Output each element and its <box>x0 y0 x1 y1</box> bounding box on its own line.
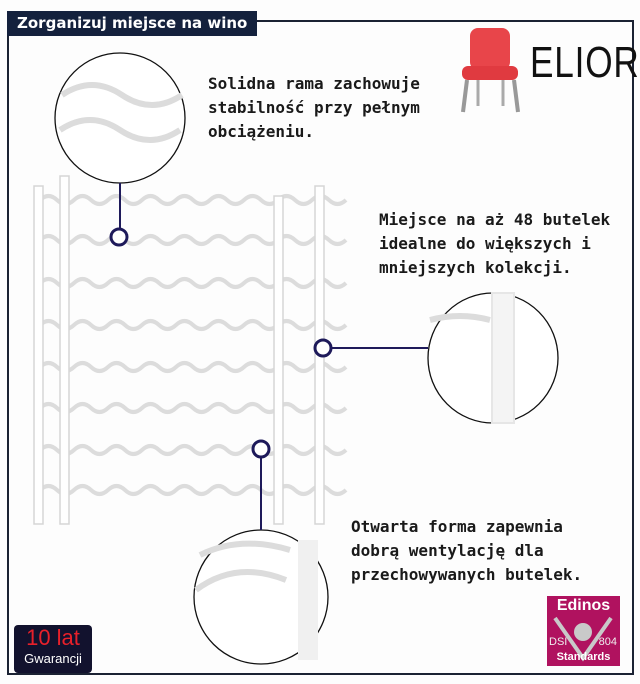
warranty-label: Gwarancji <box>24 651 82 666</box>
rack-wave <box>38 444 348 456</box>
brand-logo: ELIOR <box>530 38 640 87</box>
rack-wave <box>38 277 348 289</box>
callout-dot <box>109 227 129 247</box>
rack-pole <box>33 185 44 525</box>
callout-line: obciążeniu. <box>208 122 314 141</box>
callout-line: idealne do większych i <box>379 234 591 253</box>
callout-line: przechowywanych butelek. <box>351 565 583 584</box>
callout-line: stabilność przy pełnym <box>208 98 420 117</box>
rack-wave <box>38 234 348 246</box>
zoom-circle-frame <box>54 52 186 184</box>
rack-wave <box>38 402 348 414</box>
certificate-left: DSI <box>549 636 568 648</box>
rack-wave <box>38 319 348 331</box>
callout-line: Otwarta forma zapewnia <box>351 517 563 536</box>
certificate-v-icon <box>553 616 613 662</box>
rack-wave <box>38 194 348 206</box>
callout-text-ventilation: Otwarta forma zapewnia dobrą wentylację … <box>351 515 582 587</box>
certificate-badge: Edinos DSI 804 Standards <box>547 596 620 666</box>
warranty-badge: 10 lat Gwarancji <box>14 625 92 673</box>
callout-dot <box>251 439 271 459</box>
callout-line: Solidna rama zachowuje <box>208 74 420 93</box>
warranty-years: 10 lat <box>26 625 80 650</box>
callout-text-capacity: Miejsce na aż 48 butelek idealne do więk… <box>379 208 610 280</box>
rack-pole <box>273 195 284 525</box>
page-title: Zorganizuj miejsce na wino <box>7 11 258 36</box>
rack-pole <box>59 175 70 525</box>
certificate-name: Edinos <box>556 597 611 614</box>
certificate-right: 804 <box>598 636 617 648</box>
callout-line: mniejszych kolekcji. <box>379 258 572 277</box>
callout-dot <box>313 338 333 358</box>
callout-text-frame: Solidna rama zachowuje stabilność przy p… <box>208 72 420 144</box>
certificate-label: Standards <box>556 651 611 663</box>
red-chair-icon <box>461 28 520 113</box>
callout-line: Miejsce na aż 48 butelek <box>379 210 611 229</box>
rack-wave <box>38 484 348 496</box>
rack-wave <box>38 361 348 373</box>
frame <box>7 20 634 675</box>
callout-line: dobrą wentylację dla <box>351 541 544 560</box>
